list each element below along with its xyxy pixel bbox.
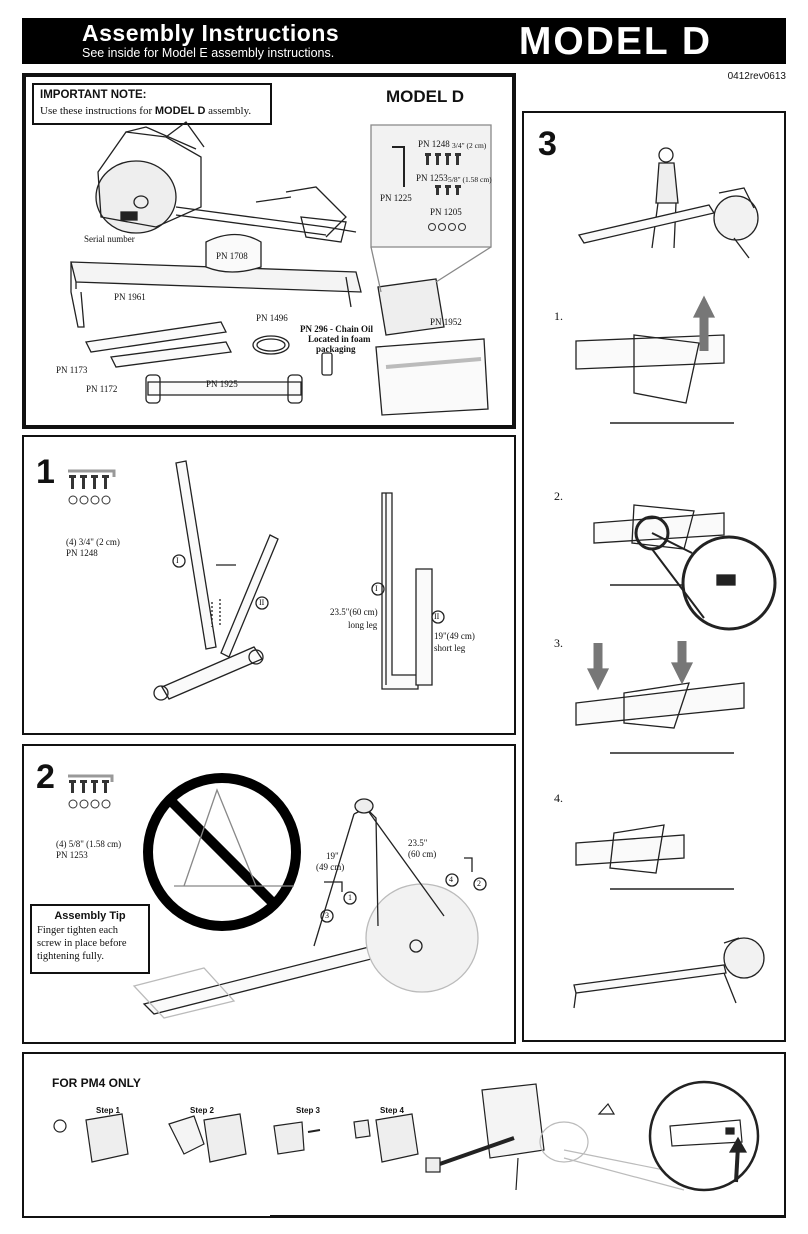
circle-2: 2 [477, 879, 481, 888]
label-pn1248: PN 1248 [418, 139, 450, 149]
label-pn1173: PN 1173 [56, 365, 88, 375]
label-pn1225: PN 1225 [380, 193, 412, 203]
step1-roman1-b: I [375, 584, 378, 593]
assembly-tip: Assembly Tip Finger tighten each screw i… [30, 904, 150, 974]
document-subtitle: See inside for Model E assembly instruct… [82, 46, 335, 60]
dim-23-cm: (60 cm) [408, 849, 437, 859]
important-note: IMPORTANT NOTE: Use these instructions f… [32, 83, 272, 125]
long-leg-label: long leg [348, 620, 378, 630]
dim-23: 23.5" [408, 838, 428, 848]
step1-panel: 1 (4) 3/4" (2 cm) PN 1248 I II [22, 435, 516, 735]
step3-panel: 3 [522, 111, 786, 1042]
header-bar: Assembly Instructions See inside for Mod… [22, 18, 786, 64]
short-leg-label: short leg [434, 643, 466, 653]
label-pn1496: PN 1496 [256, 313, 288, 323]
step2-panel: 2 (4) 5/8" (1.5 [22, 744, 516, 1044]
pm4-panel: FOR PM4 ONLY Step 1 Step 2 [22, 1052, 786, 1218]
step1-number: 1 [36, 453, 55, 491]
pm4-title: FOR PM4 ONLY [52, 1076, 141, 1090]
circle-3: 3 [325, 911, 329, 920]
long-leg-size: 23.5"(60 cm) [330, 607, 378, 617]
short-leg-size: 19"(49 cm) [434, 631, 475, 641]
note-title: IMPORTANT NOTE: [40, 89, 147, 101]
step1-pn: PN 1248 [66, 548, 98, 558]
parts-model-heading: MODEL D [386, 87, 465, 106]
step2-illustration [68, 773, 487, 1019]
label-pn296-line3: packaging [316, 344, 356, 354]
label-pn1253-size: 5/8" (1.58 cm) [448, 175, 492, 184]
label-pn1961: PN 1961 [114, 292, 146, 302]
dim-19: 19" [326, 851, 339, 861]
label-serial-number: Serial number [84, 234, 135, 244]
label-pn296-line2: Located in foam [308, 334, 371, 344]
label-pn1248-size: 3/4" (2 cm) [452, 141, 487, 150]
note-suffix: assembly. [205, 105, 252, 117]
step1-qty: (4) 3/4" (2 cm) [66, 537, 120, 547]
tip-line: screw in place before [37, 938, 127, 949]
step3-substep-1: 1. [554, 309, 563, 323]
note-model: MODEL D [154, 105, 206, 117]
step2-pn: PN 1253 [56, 850, 88, 860]
step3-substep-2: 2. [554, 489, 563, 503]
step3-number: 3 [538, 125, 557, 163]
circle-1: 1 [348, 893, 352, 902]
pm4-step-4: Step 4 [380, 1106, 405, 1115]
step3-illustration [573, 147, 777, 1009]
label-pn296: PN 296 - Chain Oil [300, 324, 374, 334]
model-heading: MODEL D [518, 20, 712, 63]
step1-roman2-b: II [434, 612, 440, 621]
label-pn1172: PN 1172 [86, 384, 118, 394]
pm4-step-2: Step 2 [190, 1106, 215, 1115]
pm4-illustration [53, 1080, 760, 1192]
step3-substep-3: 3. [554, 636, 563, 650]
revision-code: 0412rev0613 [727, 71, 786, 82]
step3-substep-4: 4. [554, 791, 563, 805]
tip-title: Assembly Tip [54, 910, 126, 922]
dim-19-cm: (49 cm) [316, 862, 345, 872]
label-pn1925: PN 1925 [206, 379, 238, 389]
monorail-frame-illustration [70, 121, 492, 416]
label-pn1205: PN 1205 [430, 207, 462, 217]
step1-roman2-a: II [259, 598, 265, 607]
note-text: Use these instructions for [40, 105, 155, 117]
pm4-step-3: Step 3 [296, 1106, 321, 1115]
step1-roman1-a: I [176, 556, 179, 565]
circle-4: 4 [449, 875, 453, 884]
pm4-step-1: Step 1 [96, 1106, 121, 1115]
label-pn1952: PN 1952 [430, 317, 462, 327]
label-pn1708: PN 1708 [216, 251, 248, 261]
parts-panel: IMPORTANT NOTE: Use these instructions f… [22, 73, 516, 429]
tip-line: Finger tighten each [37, 925, 119, 936]
step2-number: 2 [36, 758, 55, 796]
footer-rule [270, 1215, 786, 1217]
step2-qty: (4) 5/8" (1.58 cm) [56, 839, 122, 849]
document-title: Assembly Instructions [82, 20, 340, 46]
label-pn1253: PN 1253 [416, 173, 448, 183]
step1-illustration [68, 460, 445, 701]
tip-line: tightening fully. [37, 951, 104, 962]
